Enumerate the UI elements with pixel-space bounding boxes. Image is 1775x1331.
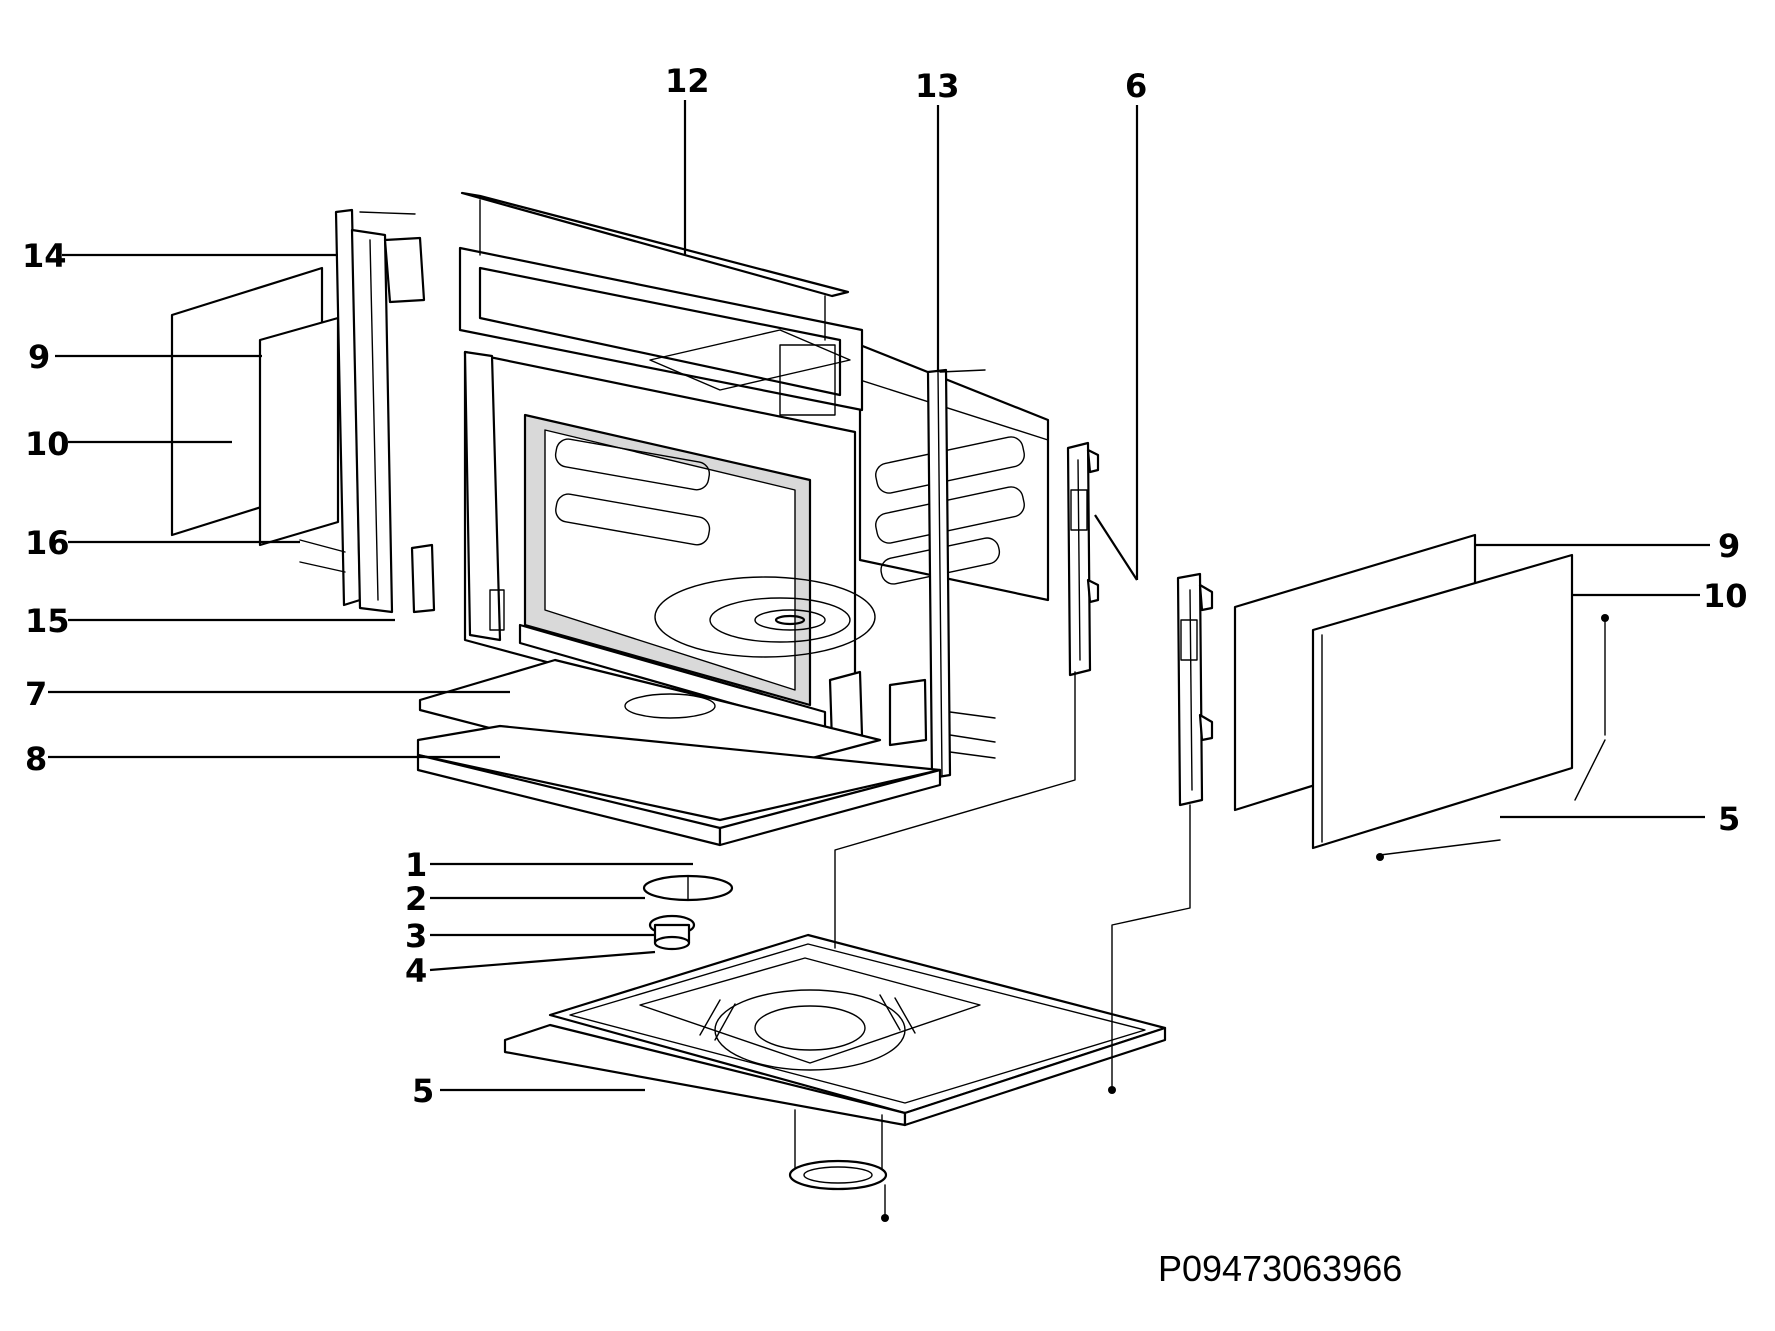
turntable-coupler	[642, 874, 734, 902]
assembly-leader-lines	[834, 671, 1191, 1094]
callout-2: 2	[405, 880, 427, 918]
callout-15: 15	[25, 602, 70, 640]
callout-6: 6	[1125, 67, 1147, 105]
callout-9-left: 9	[28, 338, 50, 376]
callout-13: 13	[915, 67, 960, 105]
left-side-panel-inner	[258, 316, 340, 547]
base-tray	[503, 933, 1167, 1127]
turntable-roller	[648, 914, 696, 951]
callout-9-right: 9	[1718, 527, 1740, 565]
callout-5-right: 5	[1718, 800, 1740, 838]
callout-16: 16	[25, 524, 70, 562]
top-cover-strip	[460, 191, 850, 341]
door-latch-right	[1176, 572, 1214, 807]
door-latch-left	[1066, 441, 1100, 677]
callout-14: 14	[22, 237, 67, 275]
callout-10-left: 10	[25, 425, 70, 463]
callout-12: 12	[665, 62, 710, 100]
callout-3: 3	[405, 917, 427, 955]
right-screws	[1376, 614, 1609, 861]
base-fan-duct	[788, 1109, 889, 1222]
callout-4: 4	[405, 952, 427, 990]
callout-lines	[48, 100, 1710, 1092]
callout-5-bottom: 5	[412, 1072, 434, 1110]
right-side-panel-inner	[1311, 553, 1574, 850]
drawing-code: P09473063966	[1158, 1248, 1402, 1289]
callout-1: 1	[405, 846, 427, 884]
callout-7: 7	[25, 675, 47, 713]
callout-8: 8	[25, 740, 47, 778]
left-frame-rail	[299, 208, 436, 614]
oven-cavity-body	[458, 246, 1050, 780]
bottom-plate-8	[416, 724, 942, 847]
callout-10-right: 10	[1703, 577, 1748, 615]
